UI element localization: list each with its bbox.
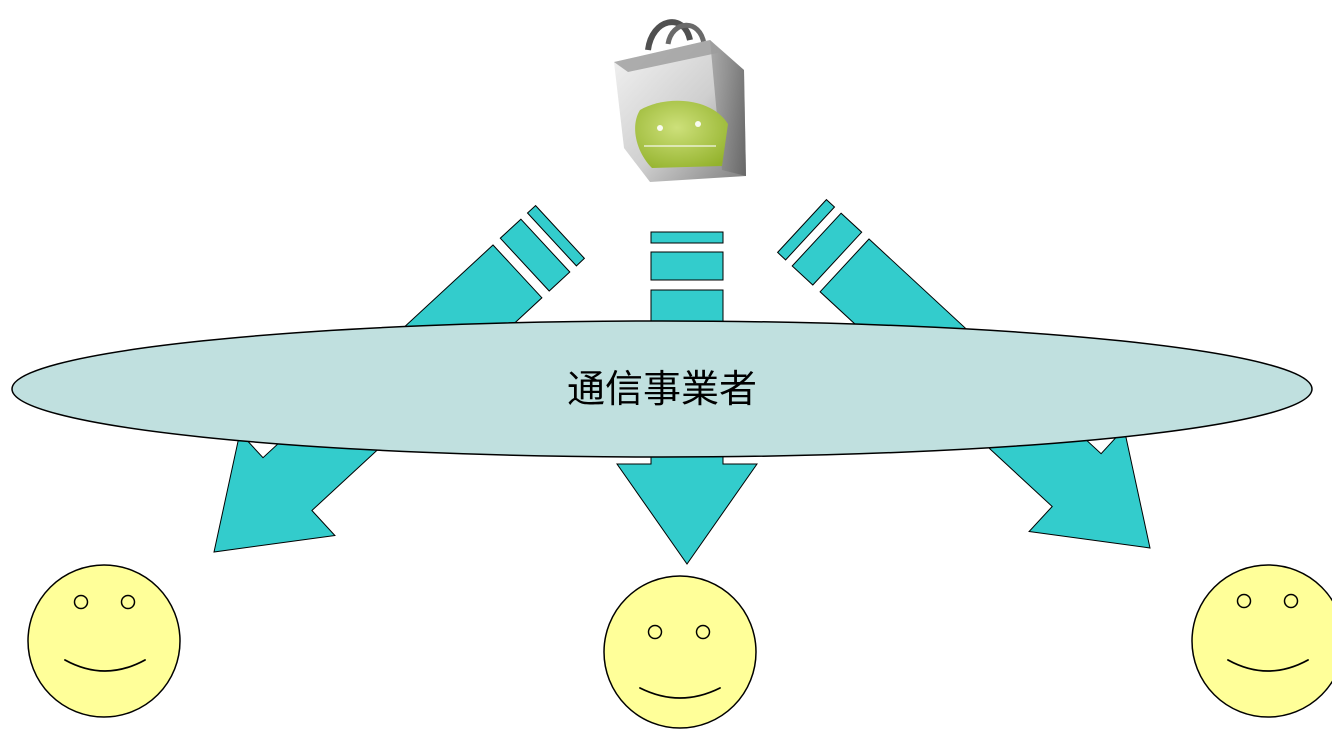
carrier-label: 通信事業者 (567, 367, 757, 411)
arrow-stripe-2 (499, 218, 571, 292)
smiley-face-icon (603, 575, 757, 729)
smiley-eye-left (73, 594, 89, 610)
smiley-eye-right (695, 624, 711, 640)
smiley-mouth (639, 687, 721, 699)
smiley-face-icon (1191, 564, 1332, 718)
arrow-stripe-2 (650, 251, 724, 281)
smiley-eye-right (1283, 593, 1299, 609)
arrow-stripe-1 (526, 204, 586, 267)
arrow-stripe-1 (650, 231, 724, 244)
smiley-eye-left (1236, 593, 1252, 609)
carrier-ellipse (11, 320, 1313, 458)
market-shopping-bag-icon (614, 19, 746, 182)
smiley-face-icon (27, 564, 181, 718)
smiley-eye-left (647, 624, 663, 640)
user-left (27, 564, 181, 718)
smiley-mouth (1227, 659, 1309, 672)
user-right (1191, 564, 1332, 718)
arrow-stripe-2 (791, 212, 863, 286)
carrier-node: 通信事業者 (11, 320, 1313, 458)
smiley-mouth (64, 659, 146, 672)
arrow-stripe-1 (776, 198, 836, 261)
smiley-eye-right (120, 594, 136, 610)
user-center (603, 575, 757, 729)
